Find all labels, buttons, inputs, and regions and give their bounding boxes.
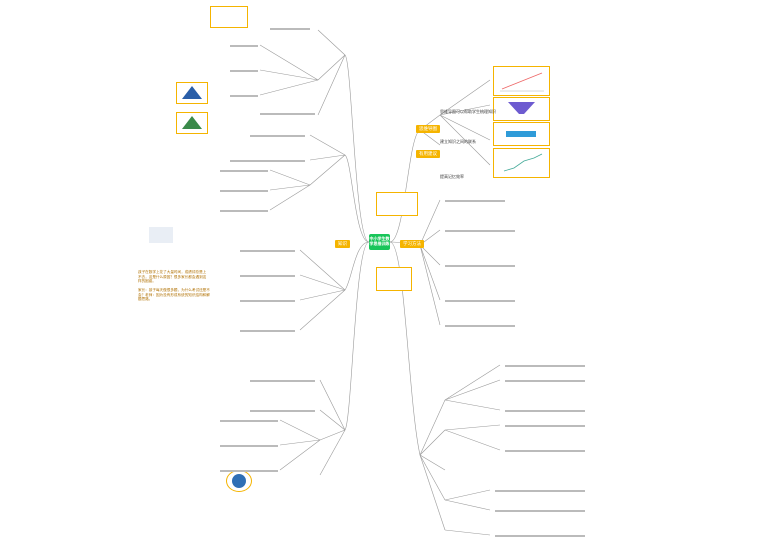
text-line xyxy=(240,275,295,277)
diagram-image-card-1 xyxy=(376,192,418,216)
text-line xyxy=(220,170,268,172)
text-line xyxy=(505,450,585,452)
text-line xyxy=(220,210,268,212)
text-line xyxy=(445,230,515,232)
funnel-image-card xyxy=(493,97,550,121)
text-line xyxy=(220,445,278,447)
scatter-thumbnail xyxy=(503,153,543,172)
text-line xyxy=(505,365,585,367)
note-text-3: 提高记忆效率 xyxy=(440,174,464,179)
text-line xyxy=(495,490,585,492)
text-line xyxy=(230,160,305,162)
triangle-image-card-1 xyxy=(176,82,208,104)
callout-question: 孩子在数学上花了大量时间，成绩却总是上不去，这是什么原因？很多家长都会遇到这样的… xyxy=(138,270,207,283)
diagram-image-card-2 xyxy=(376,267,412,291)
text-line xyxy=(445,325,515,327)
pyramid-thumbnail xyxy=(182,86,202,99)
icon-image-card xyxy=(210,6,248,28)
branch-tag-study-method[interactable]: 学习方法 xyxy=(400,240,424,248)
text-line xyxy=(505,425,585,427)
text-line xyxy=(505,410,585,412)
pyramid-thumbnail-2 xyxy=(182,116,202,129)
text-line xyxy=(220,190,268,192)
chart-image-card xyxy=(493,66,550,96)
root-label: 中小学生数学思维训练 xyxy=(369,236,390,246)
text-line xyxy=(445,200,505,202)
callout-dialog: 家长：孩子每天做很多题，为什么考试还是不会？老师：因为没有形成系统的知识结构和解… xyxy=(138,288,210,301)
text-line xyxy=(495,510,585,512)
text-line xyxy=(445,265,515,267)
text-line xyxy=(220,420,278,422)
bar-thumbnail xyxy=(506,131,536,137)
scatter-image-card xyxy=(493,148,550,178)
triangle-image-card-2 xyxy=(176,112,208,134)
root-node[interactable]: 中小学生数学思维训练 xyxy=(369,234,390,250)
text-line xyxy=(240,330,295,332)
pie-thumbnail xyxy=(232,474,246,488)
branch-tag-knowledge[interactable]: 知识 xyxy=(335,240,350,248)
text-line xyxy=(240,250,295,252)
text-line xyxy=(445,300,515,302)
branch-tag-mind-map[interactable]: 思维导图 xyxy=(416,125,440,133)
text-line xyxy=(230,70,258,72)
pie-image-card xyxy=(226,470,252,492)
text-line xyxy=(230,95,258,97)
text-line xyxy=(250,380,315,382)
text-line xyxy=(270,28,310,30)
note-text-2: 建立知识之间的联系 xyxy=(440,139,476,144)
branch-tag-advice[interactable]: 有用建议 xyxy=(416,150,440,158)
text-line xyxy=(495,535,585,537)
bar-image-card xyxy=(493,122,550,146)
text-line xyxy=(260,113,315,115)
text-line xyxy=(220,470,278,472)
line-chart-thumbnail xyxy=(500,72,544,92)
text-line xyxy=(240,300,295,302)
text-line xyxy=(505,380,585,382)
text-line xyxy=(250,135,305,137)
text-line xyxy=(230,45,258,47)
text-line xyxy=(250,410,315,412)
photo-thumbnail xyxy=(149,227,173,243)
note-text-1: 思维导图可以帮助学生梳理知识 xyxy=(440,109,496,114)
funnel-thumbnail xyxy=(508,102,535,114)
